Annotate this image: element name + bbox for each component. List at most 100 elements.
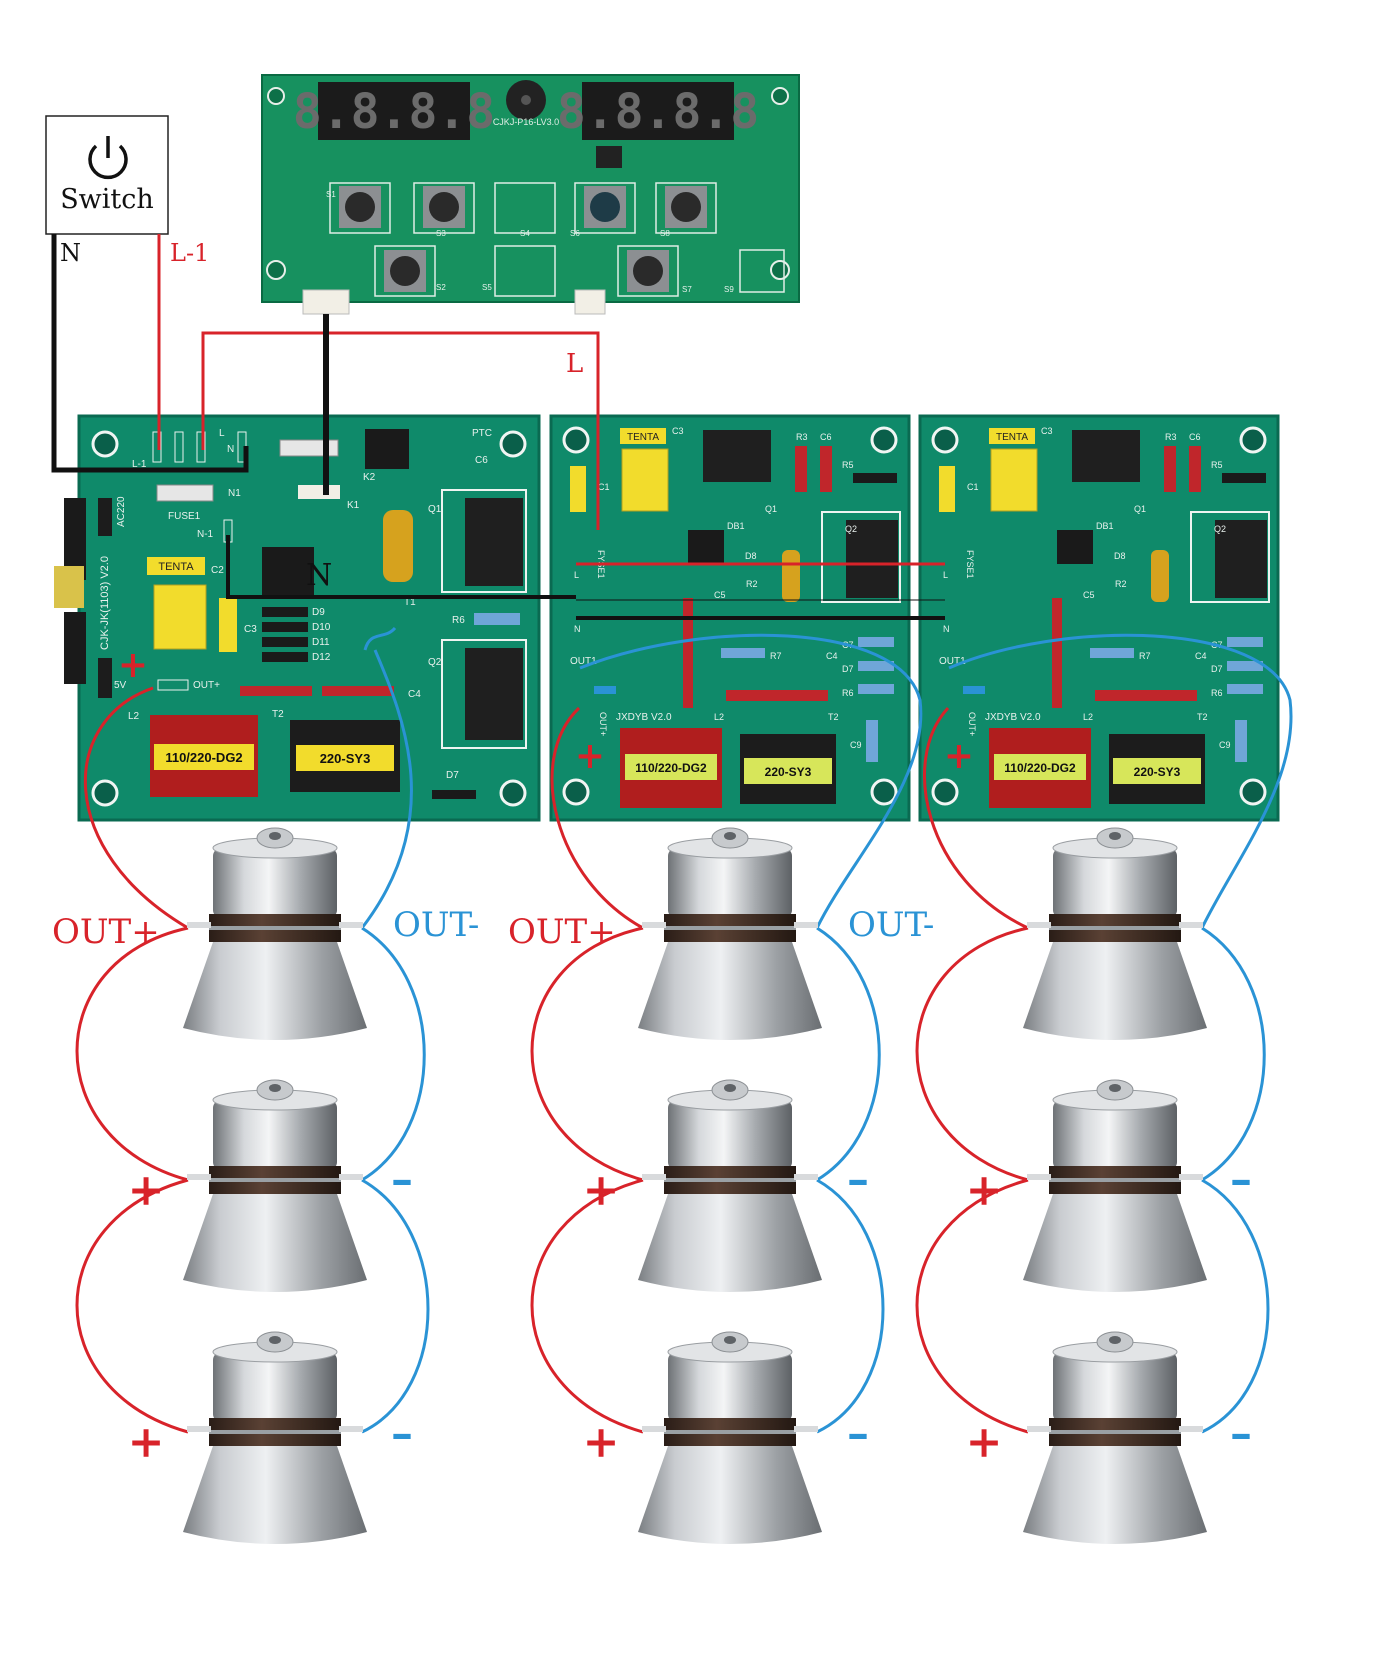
minus-g3-r3: –	[1230, 1408, 1252, 1459]
wire-label-l1: L-1	[170, 239, 209, 267]
plus-g3-r2: +	[966, 1165, 1003, 1216]
button-s2[interactable]	[384, 250, 426, 292]
silk-r6-b3: R6	[1211, 688, 1223, 698]
cap-label-main: TENTA	[158, 561, 194, 573]
button-s3[interactable]	[423, 186, 465, 228]
display-left: 8.8.8.8	[293, 82, 495, 140]
silk-d8-b2: D8	[745, 551, 757, 561]
transducer-wiring	[75, 626, 1293, 1434]
switch-label: Switch	[60, 184, 154, 215]
silk-l-b3: L	[943, 570, 948, 580]
silk-c9-b2: C9	[850, 740, 862, 750]
ultrasonic-transducer	[638, 827, 822, 1040]
silk-r2-b3: R2	[1115, 579, 1127, 589]
silk-c4-b2: C4	[826, 651, 838, 661]
board2-plus-mark: +	[575, 735, 605, 777]
silk-r7-b2: R7	[770, 651, 782, 661]
minus-g3-r2: –	[1230, 1154, 1252, 1205]
silk-t2-b2: T2	[828, 712, 839, 722]
silk-s4: S4	[520, 229, 530, 238]
silk-q1-b2: Q1	[765, 504, 777, 514]
ultrasonic-transducer	[638, 1079, 822, 1292]
label-out-plus-1: OUT+	[52, 912, 160, 952]
button-s7[interactable]	[627, 250, 669, 292]
silk-c4-b3: C4	[1195, 651, 1207, 661]
transformer-sy3-b3: 220-SY3	[1109, 734, 1205, 804]
silk-l1: L-1	[132, 459, 147, 470]
plus-g2-r3: +	[583, 1417, 620, 1468]
silk-n1b: N1	[228, 488, 241, 499]
svg-text:220-SY3: 220-SY3	[765, 765, 812, 779]
silk-c5-b3: C5	[1083, 590, 1095, 600]
transformer-sy3-b2: 220-SY3	[740, 734, 836, 804]
silk-out-plus-b3: OUT+	[967, 712, 977, 736]
silk-ptc: PTC	[472, 428, 492, 439]
silk-fuse1: FUSE1	[168, 511, 201, 522]
plus-g1-r3: +	[128, 1417, 165, 1468]
svg-text:220-SY3: 220-SY3	[1134, 765, 1181, 779]
board3-plus-mark: +	[944, 735, 974, 777]
silk-db1-b3: DB1	[1096, 521, 1114, 531]
button-s8[interactable]	[665, 186, 707, 228]
silk-r3-b2: R3	[796, 432, 808, 442]
control-board-model: CJKJ-P16-LV3.0	[493, 117, 559, 127]
silk-d7-b3: D7	[1211, 664, 1223, 674]
silk-k1: K1	[347, 500, 360, 511]
silk-c3-b2: C3	[672, 426, 684, 436]
silk-t1: T1	[404, 597, 416, 608]
driver-board-3: TENTA 110/220-DG2 220-SY3 JXDYB V2.0 OUT…	[918, 414, 1280, 822]
silk-db1-b2: DB1	[727, 521, 745, 531]
transformer-dg2-b2: 110/220-DG2	[620, 728, 722, 808]
silk-d8-b3: D8	[1114, 551, 1126, 561]
minus-g2-r3: –	[847, 1408, 869, 1459]
switch-box[interactable]: Switch	[45, 115, 169, 235]
silk-d10: D10	[312, 622, 331, 633]
silk-out-plus: OUT+	[193, 680, 220, 691]
silk-s9: S9	[724, 285, 734, 294]
silk-d12: D12	[312, 652, 331, 663]
silk-l2-b2: L2	[714, 712, 724, 722]
silk-l2-b3: L2	[1083, 712, 1093, 722]
silk-out1-minus-b3: OUT1-	[939, 656, 969, 667]
connector-rt1	[574, 289, 606, 315]
silk-l: L	[219, 428, 225, 439]
ultrasonic-transducer	[1023, 1331, 1207, 1544]
silk-d7: D7	[446, 770, 459, 781]
silk-d11: D11	[312, 637, 330, 648]
silk-k2: K2	[363, 472, 376, 483]
silk-r5-b3: R5	[1211, 460, 1223, 470]
silk-l2: L2	[128, 711, 140, 722]
label-out-plus-2: OUT+	[508, 912, 616, 952]
transducer-array	[183, 827, 1207, 1544]
silk-s3: S3	[436, 229, 446, 238]
silk-q1: Q1	[428, 504, 442, 515]
silk-s1: S1	[326, 190, 336, 199]
silk-c2: C2	[211, 565, 224, 576]
silk-s5: S5	[482, 283, 492, 292]
minus-g1-r2: –	[391, 1154, 413, 1205]
minus-g1-r3: –	[391, 1408, 413, 1459]
cap-label-b3: TENTA	[996, 432, 1028, 443]
minus-g2-r2: –	[847, 1154, 869, 1205]
silk-ac220: AC220	[116, 496, 127, 527]
silk-l-b2: L	[574, 570, 579, 580]
silk-r5-b2: R5	[842, 460, 854, 470]
silk-r7-b3: R7	[1139, 651, 1151, 661]
transformer-dg2-main: 110/220-DG2	[150, 715, 258, 797]
polarity-labels: + + + + + + – – – – – –	[128, 1154, 1252, 1468]
silk-c6: C6	[475, 455, 488, 466]
silk-d7-b2: D7	[842, 664, 854, 674]
transformer-sy3-main: 220-SY3	[290, 720, 400, 792]
silk-n-b2: N	[574, 624, 581, 634]
silk-r6: R6	[452, 615, 465, 626]
ultrasonic-transducer	[183, 1331, 367, 1544]
board-model-b3: JXDYB V2.0	[985, 712, 1041, 723]
button-s6[interactable]	[584, 186, 626, 228]
silk-r6-b2: R6	[842, 688, 854, 698]
silk-c5-b2: C5	[714, 590, 726, 600]
silk-c1-b3: C1	[967, 482, 979, 492]
silk-r2-b2: R2	[746, 579, 758, 589]
silk-out1-minus-b2: OUT1-	[570, 656, 600, 667]
transformer-dg2-b3: 110/220-DG2	[989, 728, 1091, 808]
button-s1[interactable]	[339, 186, 381, 228]
